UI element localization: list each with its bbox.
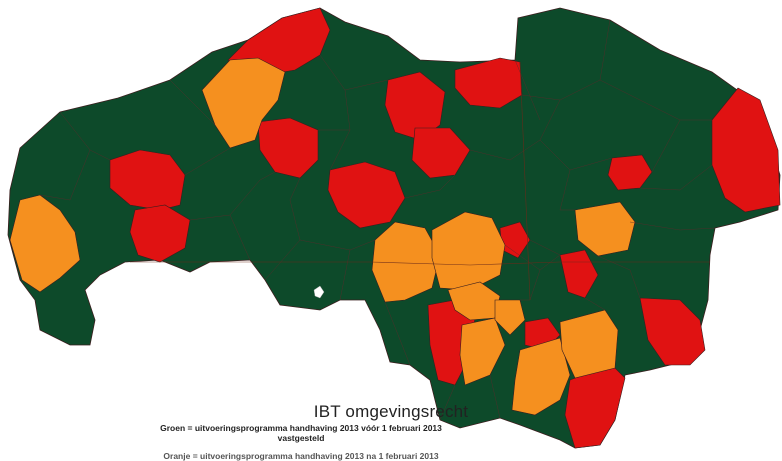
lake-detail: [313, 285, 325, 299]
region-red-center-1: [257, 117, 319, 179]
region-orange-south-3: [494, 299, 526, 336]
region-red-west-2: [129, 204, 191, 263]
region-red-west: [109, 149, 186, 211]
region-red-east-2: [711, 87, 781, 213]
legend-orange-description: Oranje = uitvoeringsprogramma handhaving…: [163, 451, 439, 461]
region-orange-center-1: [371, 221, 441, 303]
legend-title: IBT omgevingsrecht: [313, 402, 469, 421]
region-orange-west: [9, 194, 81, 293]
region-orange-center-2: [431, 211, 506, 291]
legend-green-description-continued: vastgesteld: [277, 433, 325, 443]
municipal-borders: [39, 19, 716, 421]
region-red-southeast: [639, 297, 706, 366]
region-red-center-3: [454, 57, 523, 109]
infrastructure-lines: [130, 61, 710, 301]
region-orange-east: [574, 201, 636, 257]
legend-green-description: Groen = uitvoeringsprogramma handhaving …: [160, 423, 442, 433]
region-orange-north: [201, 57, 286, 149]
region-red-tilburg: [327, 161, 406, 229]
